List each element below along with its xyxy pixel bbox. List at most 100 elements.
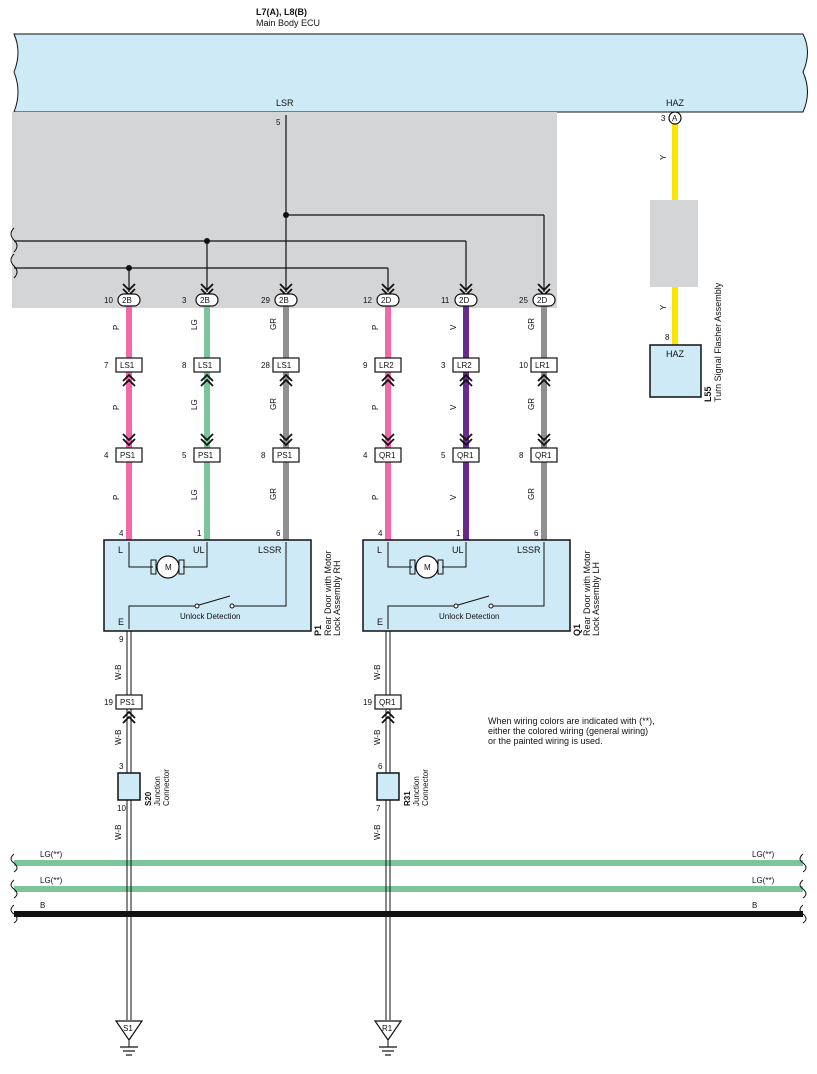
bus-label-right: B (752, 901, 757, 910)
wire-color-label: Y (659, 304, 668, 310)
arrow-up-icon (122, 710, 136, 719)
wire-color-label: W-B (373, 825, 382, 840)
connector-LR2 (374, 357, 402, 373)
connector-LS1 (193, 357, 221, 373)
lh-term-lssr: LSSR (517, 545, 541, 555)
connector-LS1 (272, 357, 300, 373)
connector-LS1-label: LS1 (198, 361, 213, 370)
connector-QR1-label: QR1 (457, 451, 474, 460)
connector-PS1-pin: 8 (261, 451, 266, 460)
connector-2B-label: 2B (200, 296, 210, 305)
junction-name-2: Connector (421, 769, 430, 806)
motor-icon (415, 555, 439, 579)
arrow-down-icon (122, 438, 136, 447)
connector-2D (376, 293, 400, 307)
note-line-1: When wiring colors are indicated with (*… (488, 716, 655, 726)
connector-PS1 (193, 447, 221, 463)
junction-pin-top: 6 (378, 762, 383, 771)
connector-LR1 (530, 357, 558, 373)
junction-pin-top: 3 (119, 762, 124, 771)
door-pin: 4 (119, 529, 124, 538)
connector-PS1 (115, 694, 143, 710)
rh-name-2: Lock Assembly RH (332, 560, 342, 636)
arrow-down-icon (381, 283, 395, 292)
junction-code: S20 (144, 791, 153, 806)
cut-wire-mark (799, 904, 807, 924)
arrow-up-icon (537, 373, 551, 382)
connector-QR1-label: QR1 (379, 698, 396, 707)
arrow-up-icon (200, 378, 214, 387)
ecu-lsr-pin: 5 (276, 118, 281, 127)
internal-routing (14, 115, 545, 292)
door-pin: 4 (378, 529, 383, 538)
connector-QR1 (374, 447, 402, 463)
ground-pin: 9 (119, 635, 124, 644)
connector-2B (117, 293, 141, 307)
connector-LS1-pin: 28 (261, 361, 270, 370)
flasher-name: Turn Signal Flasher Assembly (713, 282, 723, 402)
connector-2D-label: 2D (381, 296, 391, 305)
wire-color-label: GR (269, 318, 278, 330)
flasher-terminal: HAZ (666, 349, 685, 359)
rh-code: P1 (313, 625, 323, 636)
connector-QR1-label: QR1 (379, 451, 396, 460)
flasher-pin: 8 (665, 333, 670, 342)
wire-color-label: V (449, 404, 458, 410)
door-lock-rh: L UL LSSR E M Unlock Detection P1 Rear D… (103, 539, 342, 636)
rh-term-l: L (118, 545, 123, 555)
motor-icon (156, 555, 180, 579)
connector-LR2 (452, 357, 480, 373)
lh-name-1: Rear Door with Motor (582, 550, 592, 636)
arrow-down-icon (537, 438, 551, 447)
connector-LR2-pin: 3 (441, 361, 446, 370)
cut-wire-mark (799, 879, 807, 899)
lh-code: Q1 (572, 624, 582, 636)
arrow-down-icon (459, 283, 473, 292)
wire-color-label: V (449, 494, 458, 500)
arrow-down-icon (200, 433, 214, 442)
connector-2D-label: 2D (537, 296, 547, 305)
bus-label-left: LG(**) (40, 850, 63, 859)
wire-color-label: Y (659, 154, 668, 160)
cut-wire-mark (10, 879, 18, 899)
wire-color-label: P (112, 325, 121, 330)
connector-LS1-pin: 8 (182, 361, 187, 370)
cut-wire-mark (799, 853, 807, 873)
lh-term-ul: UL (452, 545, 464, 555)
wire-color-label: LG (190, 399, 199, 410)
arrow-down-icon (200, 438, 214, 447)
connector-PS1 (272, 447, 300, 463)
connector-2D (532, 293, 556, 307)
wire-color-label: W-B (114, 730, 123, 745)
connector-2D-pin: 12 (363, 296, 372, 305)
wire-color-label: W-B (114, 665, 123, 680)
bus-label-right: LG(**) (752, 850, 775, 859)
junction-name-2: Connector (162, 769, 171, 806)
wire-color-label: GR (527, 398, 536, 410)
ground-label: R1 (382, 1024, 393, 1033)
arrow-down-icon (279, 438, 293, 447)
connector-QR1-label: QR1 (535, 451, 552, 460)
connector-A-pin: 3 (661, 114, 666, 123)
connector-LR2-pin: 9 (363, 361, 368, 370)
wire-color-label: P (112, 405, 121, 410)
door-pin: 1 (197, 529, 202, 538)
arrow-up-icon (279, 378, 293, 387)
wire-color-label: V (449, 324, 458, 330)
arrow-down-icon (459, 438, 473, 447)
connector-2B-pin: 10 (104, 296, 113, 305)
connector-LS1-label: LS1 (120, 361, 135, 370)
arrow-up-icon (200, 373, 214, 382)
connector-PS1-label: PS1 (198, 451, 214, 460)
arrow-up-icon (381, 710, 395, 719)
bus-label-left: LG(**) (40, 876, 63, 885)
wire-color-label: W-B (373, 665, 382, 680)
wire-color-label: P (371, 495, 380, 500)
ground-triangle-icon (373, 1020, 403, 1042)
connector-QR1 (452, 447, 480, 463)
connector-2D-label: 2D (459, 296, 469, 305)
flasher-box (649, 344, 702, 398)
flasher-shield (650, 200, 698, 287)
